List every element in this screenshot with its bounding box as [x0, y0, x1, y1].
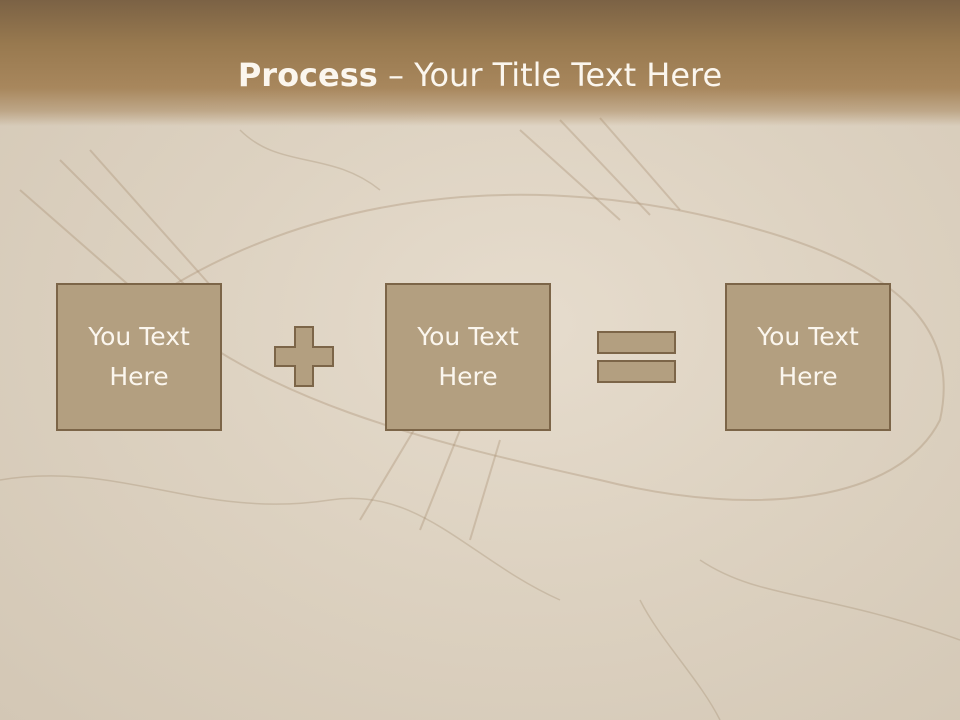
slide-title: Process – Your Title Text Here [0, 53, 960, 97]
title-bold: Process [237, 56, 378, 94]
text-box-3-label: You Text Here [757, 322, 859, 391]
text-box-2-label: You Text Here [417, 322, 519, 391]
text-box-2[interactable]: You Text Here [385, 283, 551, 431]
equals-icon [597, 331, 676, 383]
title-band [0, 0, 960, 126]
text-box-3[interactable]: You Text Here [725, 283, 891, 431]
title-rest: – Your Title Text Here [377, 56, 723, 94]
plus-icon [274, 326, 334, 387]
text-box-1-label: You Text Here [88, 322, 190, 391]
text-box-1[interactable]: You Text Here [56, 283, 222, 431]
